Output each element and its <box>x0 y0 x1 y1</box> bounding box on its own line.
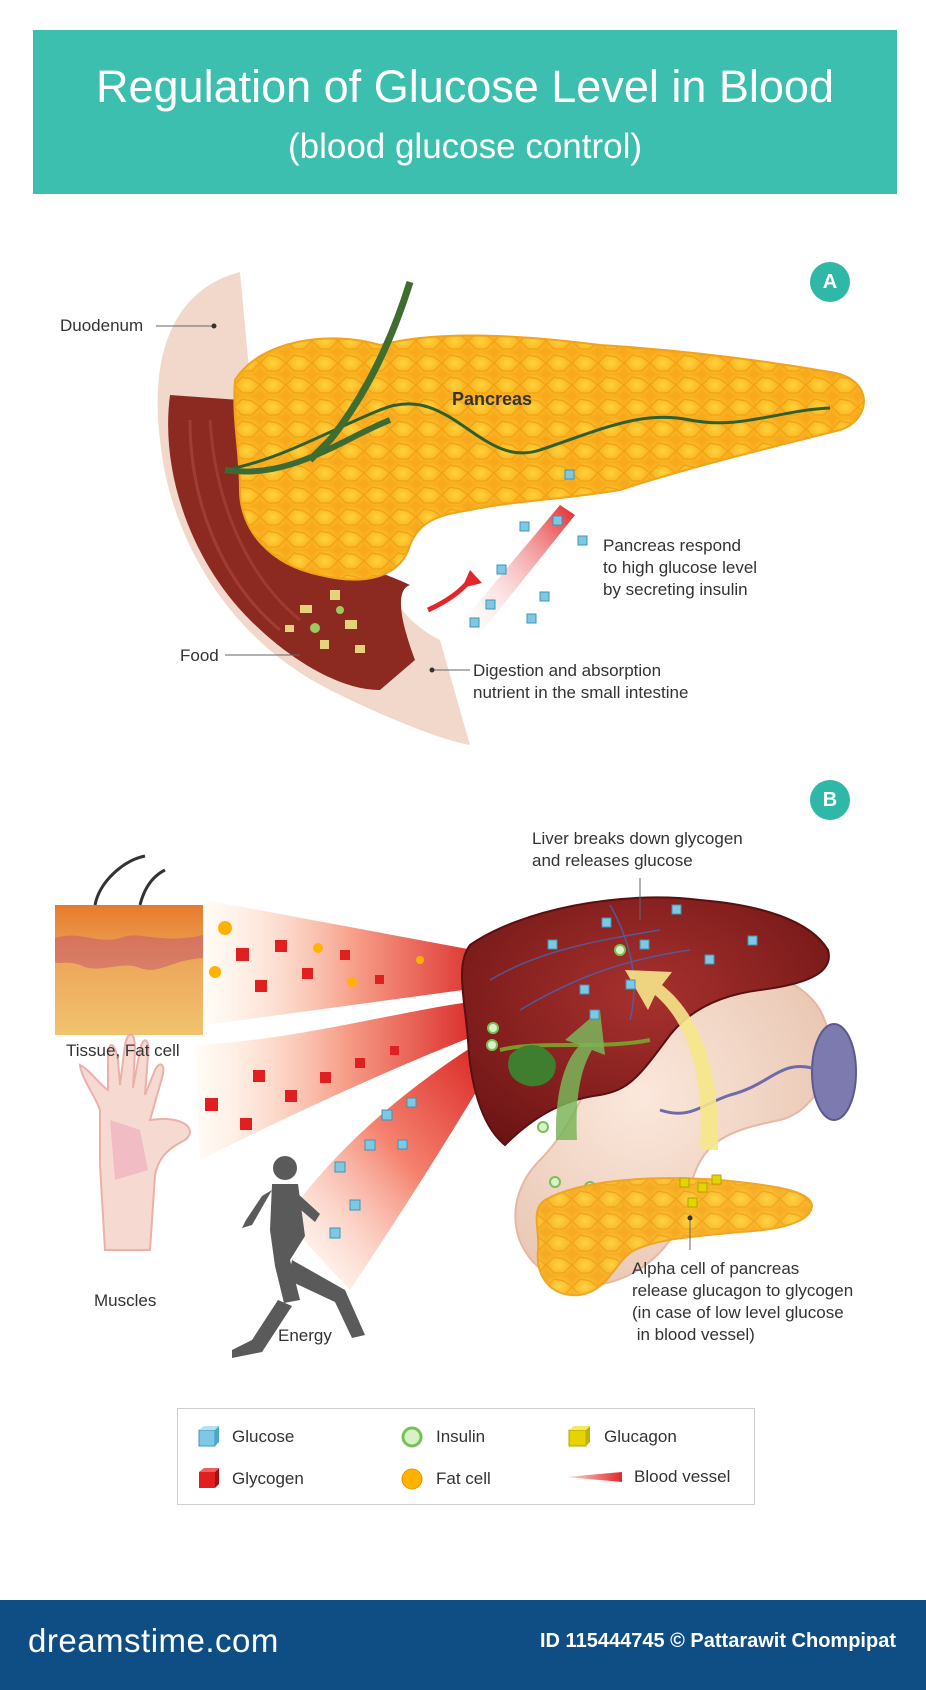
title-banner: Regulation of Glucose Level in Blood (bl… <box>33 30 897 194</box>
label-food: Food <box>180 646 219 665</box>
legend-glucagon-label: Glucagon <box>604 1427 677 1446</box>
image-credit: ID 115444745 © Pattarawit Chompipat <box>540 1630 896 1652</box>
label-energy: Energy <box>278 1326 332 1345</box>
legend: Glucose Insulin Glucagon Glycogen Fat ce… <box>177 1408 755 1505</box>
legend-insulin-label: Insulin <box>436 1427 486 1446</box>
label-line: by secreting insulin <box>603 580 748 599</box>
panel-a-badge: A <box>810 262 850 302</box>
panel-b-badge: B <box>810 780 850 820</box>
legend-glycogen: Glycogen <box>196 1467 304 1491</box>
glucose-cube-icon <box>198 1426 219 1447</box>
label-line: Pancreas respond <box>603 536 741 555</box>
label-line: nutrient in the small intestine <box>473 683 689 702</box>
glucagon-cube-icon <box>568 1426 590 1447</box>
label-muscles: Muscles <box>94 1291 157 1310</box>
label-alpha: Alpha cell of pancreas release glucagon … <box>632 1258 853 1346</box>
brand-logo: dreamstime.com <box>28 1622 279 1659</box>
legend-blood-vessel: Blood vessel <box>566 1467 730 1487</box>
page-subtitle: (blood glucose control) <box>287 127 643 166</box>
label-digestion: Digestion and absorption nutrient in the… <box>473 660 688 704</box>
label-line: to high glucose level <box>603 558 758 577</box>
insulin-circle-icon <box>401 1426 423 1448</box>
glycogen-cube-icon <box>199 1468 219 1488</box>
legend-glucose: Glucose <box>196 1425 294 1449</box>
label-line: and releases glucose <box>532 851 693 870</box>
legend-blood-vessel-label: Blood vessel <box>634 1467 731 1486</box>
legend-fat-cell-label: Fat cell <box>436 1469 491 1488</box>
label-duodenum: Duodenum <box>60 316 144 335</box>
legend-fat-cell: Fat cell <box>400 1467 491 1491</box>
footer-bar: dreamstime.com ID 115444745 © Pattarawit… <box>0 1600 926 1690</box>
label-line: (in case of low level glucose <box>632 1303 844 1322</box>
fat-cell-icon <box>401 1468 423 1490</box>
label-pancreas: Pancreas <box>452 389 533 409</box>
legend-insulin: Insulin <box>400 1425 485 1449</box>
label-line: in blood vessel) <box>632 1325 755 1344</box>
legend-glucose-label: Glucose <box>232 1427 295 1446</box>
label-line: Liver breaks down glycogen <box>532 829 743 848</box>
label-line: release glucagon to glycogen <box>632 1281 854 1300</box>
label-pancreas-respond: Pancreas respond to high glucose level b… <box>603 535 757 601</box>
legend-glycogen-label: Glycogen <box>232 1469 304 1488</box>
label-tissue: Tissue, Fat cell <box>66 1041 180 1060</box>
label-line: Digestion and absorption <box>473 661 662 680</box>
label-line: Alpha cell of pancreas <box>632 1259 800 1278</box>
legend-glucagon: Glucagon <box>566 1425 677 1449</box>
page-title: Regulation of Glucose Level in Blood <box>96 61 834 112</box>
blood-vessel-icon <box>566 1472 622 1482</box>
illustration <box>55 272 865 1358</box>
label-liver: Liver breaks down glycogen and releases … <box>532 828 743 872</box>
